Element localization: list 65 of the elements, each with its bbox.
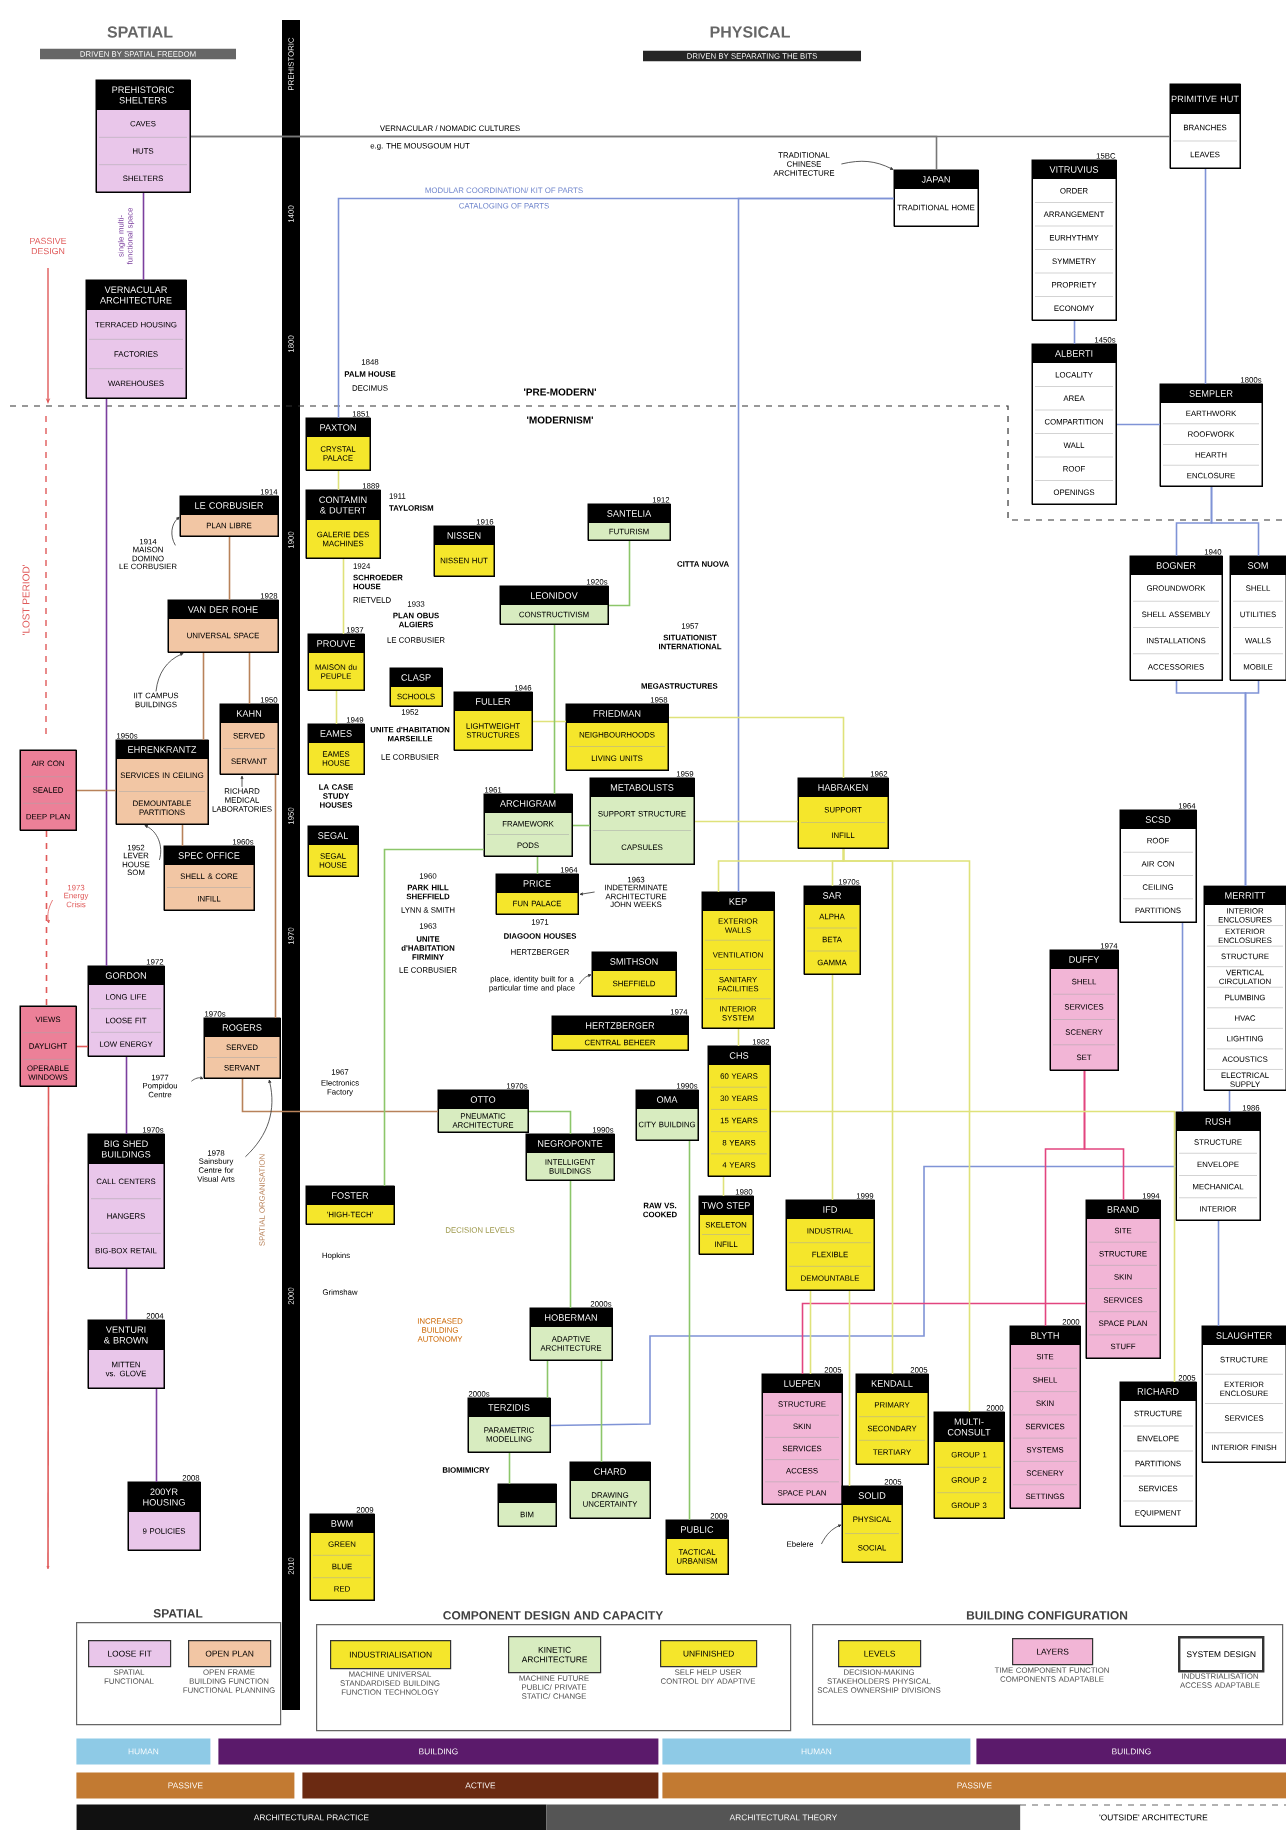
connector-line [248,652,251,705]
connector-line [553,624,556,795]
connector-line [241,1078,439,1113]
connector-line [694,820,799,823]
connector-line [1044,1070,1086,1327]
connector-line [105,398,108,967]
connector-line [546,1360,549,1399]
connector-line [536,856,539,875]
connector-line [1116,423,1161,426]
connector-line [842,848,971,1413]
connector-line [274,774,277,1019]
connector-line [383,848,485,1187]
connector-line [1217,1220,1220,1327]
connector-line [45,830,48,1007]
connector-line [335,690,338,725]
connector-line [737,1028,740,1047]
connector-line [1228,1090,1231,1113]
connector-line [532,720,567,723]
leader-line [841,160,894,170]
leader-line [579,891,595,896]
leader-line [191,1076,204,1082]
connector-line [181,824,184,847]
connector-line [228,536,231,601]
leader-line [240,775,244,788]
connector-line [337,470,340,491]
leader-line [245,1079,273,1158]
connector-line [688,1140,691,1521]
section-title: PHYSICAL [710,26,790,38]
connector-line [722,1176,725,1197]
connector-line [801,1302,1087,1375]
connector-line [342,558,345,635]
connector-line [202,652,205,741]
connector-line [1073,320,1076,345]
connector-line [1244,680,1260,887]
connector-line [1181,922,1184,1113]
connector-line [572,824,591,827]
connector-line [569,1180,572,1309]
connector-line [528,1110,572,1135]
connector-line [831,974,834,1201]
connector-line [668,716,845,779]
connector-line [76,789,117,792]
connector-line [125,1056,128,1135]
connector-line [46,1086,50,1570]
section-title: SPATIAL [107,26,173,38]
connector-line [125,1268,128,1321]
connector-line [142,192,145,281]
connector-line [190,135,938,171]
connector-line [600,1360,603,1463]
connector-line [155,1388,158,1483]
leader-line [821,1524,842,1545]
leader-line [46,899,53,924]
connector-line [550,1165,1177,1427]
leader-line [155,653,184,692]
leader-line [579,974,592,985]
connector-line [1204,168,1207,385]
connector-line [608,540,631,607]
connector-line [508,1452,511,1485]
connector-line [809,1290,812,1375]
leader-line [171,516,180,546]
connector-line [737,197,895,893]
leader-line [144,825,162,861]
connector-line [1210,486,1260,557]
connector-line [770,1110,1176,1383]
connector-line [848,1290,851,1487]
connector-line [76,1045,89,1048]
